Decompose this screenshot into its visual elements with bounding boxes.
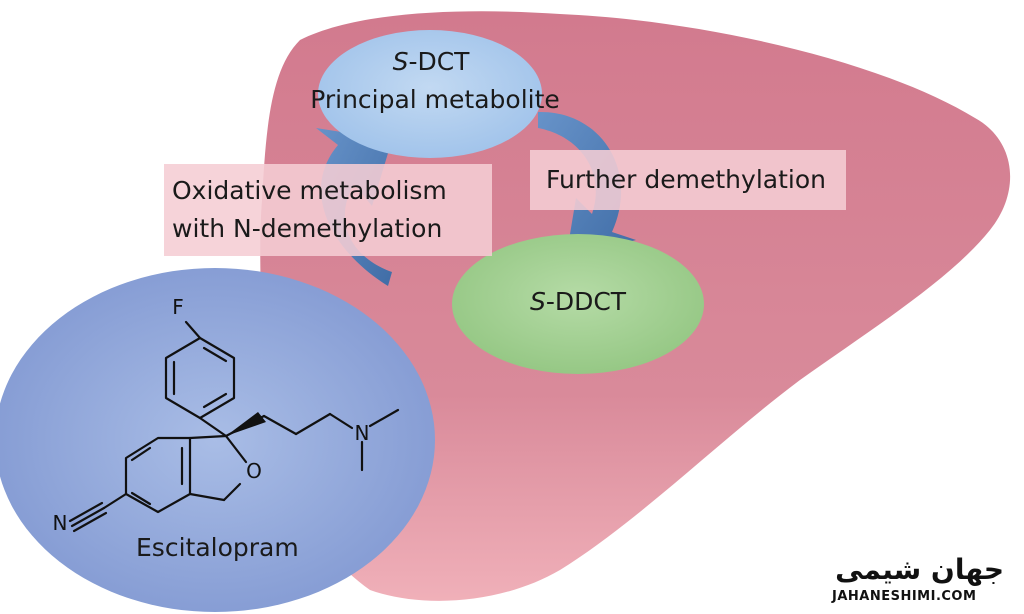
sdct-label: S-DCT (300, 46, 562, 78)
sdct-name: -DCT (408, 47, 470, 76)
sdct-prefix: S (392, 47, 409, 76)
sddct-prefix: S (529, 287, 546, 316)
wedge-bond (226, 412, 266, 436)
sddct-name: -DDCT (545, 287, 627, 316)
escitalopram-label: Escitalopram (136, 533, 299, 562)
sdct-ellipse (318, 30, 542, 158)
oxidative-label-line1: Oxidative metabolism (172, 176, 447, 205)
oxidative-label-line2: with N-demethylation (172, 214, 443, 243)
atom-fluorine: F (172, 295, 184, 319)
atom-nitrogen-amine: N (355, 421, 370, 445)
site-logo[interactable]: جهان شیمی JAHANESHIMI.COM (818, 553, 1018, 609)
sddct-label: S-DDCT (470, 286, 686, 318)
sdct-subtitle: Principal metabolite (310, 85, 560, 114)
further-label: Further demethylation (546, 165, 826, 194)
atom-oxygen: O (246, 459, 262, 483)
oxidative-label-box (164, 164, 492, 256)
escitalopram-circle (0, 268, 435, 612)
atom-nitrogen-nitrile: N (53, 511, 68, 535)
logo-latin-text: JAHANESHIMI.COM (832, 589, 977, 604)
arrow-further (538, 111, 636, 258)
logo-persian-text: جهان شیمی (835, 553, 1004, 586)
further-label-box (530, 150, 846, 210)
sddct-ellipse (452, 234, 704, 374)
escitalopram-structure (68, 320, 400, 533)
